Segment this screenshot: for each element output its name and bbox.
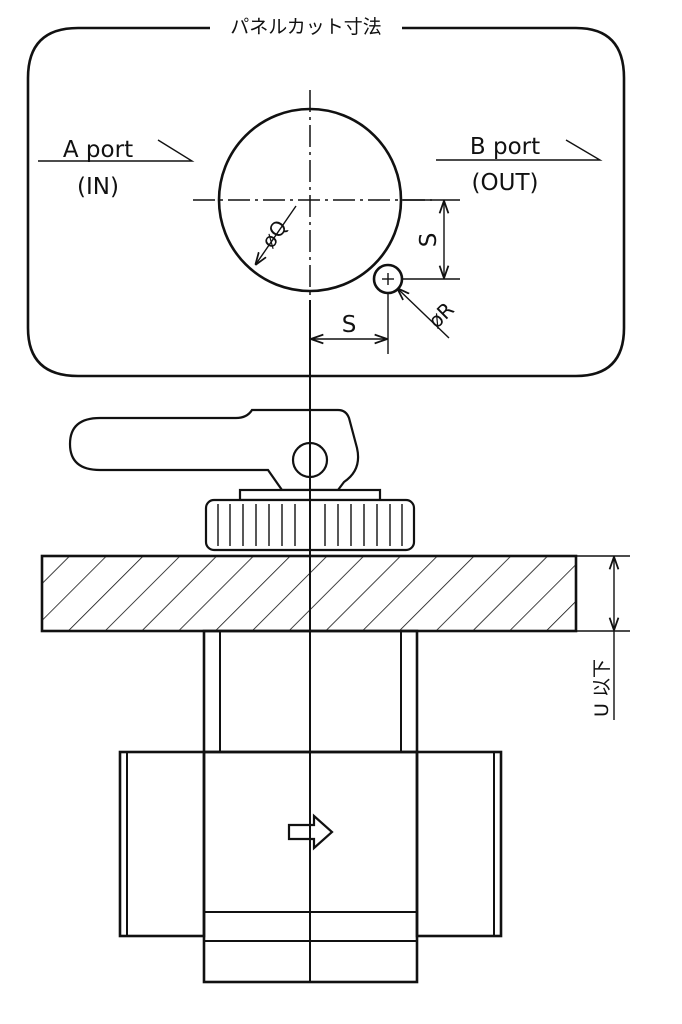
panel-cut-frame <box>26 26 626 378</box>
a-port-label-group: A port (IN) <box>38 137 195 200</box>
phi-q-leader <box>256 205 297 264</box>
a-port-in-label: (IN) <box>77 174 119 200</box>
port-stub-right <box>415 750 503 938</box>
b-port-label: B port <box>470 134 540 160</box>
b-port-out-label: (OUT) <box>472 170 539 196</box>
s-horizontal-label: S <box>342 312 357 338</box>
phi-r-leader <box>398 289 450 339</box>
phi-r-label: øR <box>423 297 459 333</box>
panel-cut-view: パネルカット寸法 A port (IN) B port (OUT) øQ øR … <box>26 15 626 378</box>
panel-cut-title: パネルカット寸法 <box>230 16 381 38</box>
valve-side-view: U 以下 <box>40 408 630 984</box>
panel-nut-knurling <box>217 504 403 546</box>
a-port-label: A port <box>63 137 133 163</box>
handle-lever <box>68 408 360 492</box>
u-max-label: U 以下 <box>591 659 613 717</box>
s-vertical-label: S <box>416 233 442 248</box>
b-port-leader <box>436 139 603 161</box>
a-port-leader <box>38 139 195 162</box>
port-stub-left <box>118 750 206 938</box>
b-port-label-group: B port (OUT) <box>436 134 603 196</box>
phi-q-label: øQ <box>256 216 292 253</box>
panel-cut-title-backdrop <box>226 15 386 39</box>
